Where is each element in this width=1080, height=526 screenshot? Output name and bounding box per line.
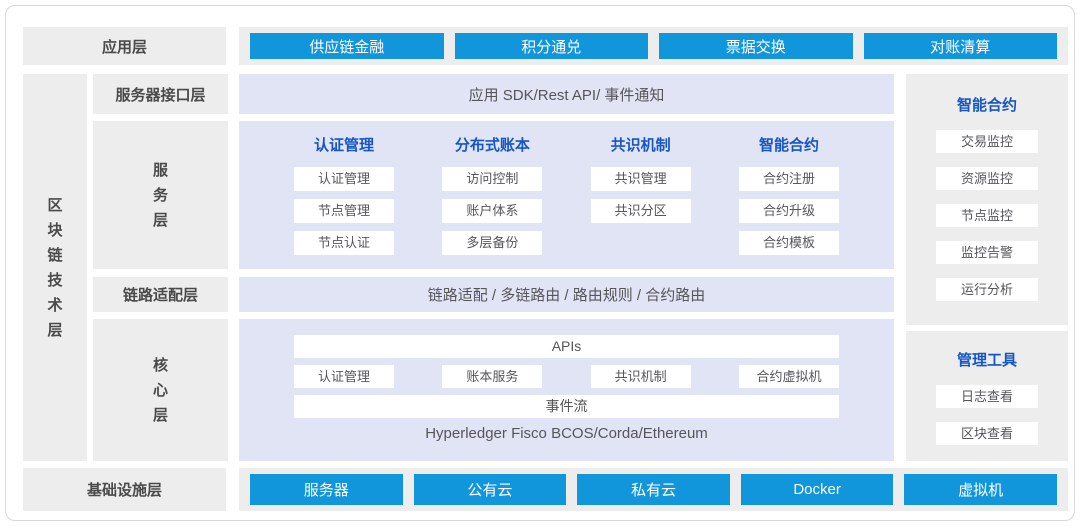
service-item: 合约注册 bbox=[738, 167, 839, 191]
monitor-item: 交易监控 bbox=[936, 130, 1038, 153]
monitor-item: 资源监控 bbox=[936, 167, 1038, 190]
core-layer-panel: APIs 认证管理 账本服务 共识机制 合约虚拟机 事件流 Hyperledge… bbox=[239, 319, 894, 461]
service-item: 共识管理 bbox=[590, 167, 691, 191]
monitor-panel-header: 智能合约 bbox=[956, 97, 1017, 114]
infra-block-public-cloud: 公有云 bbox=[413, 474, 567, 505]
service-item: 账户体系 bbox=[442, 199, 543, 223]
sub-layer-label-column: 服务器接口层 服务层 链路适配层 核心层 bbox=[93, 74, 228, 461]
core-module: 共识机制 bbox=[590, 365, 691, 388]
service-item: 合约模板 bbox=[738, 231, 839, 255]
monitor-panel: 智能合约 交易监控 资源监控 节点监控 监控告警 运行分析 bbox=[906, 74, 1068, 325]
core-layer-label-text: 核心层 bbox=[152, 356, 168, 424]
adapter-layer-content: 链路适配 / 多链路由 / 路由规则 / 合约路由 bbox=[239, 277, 894, 312]
infra-block-vm: 虚拟机 bbox=[904, 474, 1057, 505]
service-item: 共识分区 bbox=[590, 199, 691, 223]
app-block-points-exchange: 积分通兑 bbox=[454, 33, 648, 59]
service-column-consensus: 共识机制 共识管理 共识分区 bbox=[590, 134, 691, 269]
sub-layer-content-column: 应用 SDK/Rest API/ 事件通知 认证管理 认证管理 节点管理 节点认… bbox=[239, 74, 894, 461]
core-module: 账本服务 bbox=[442, 365, 543, 388]
service-column-header: 分布式账本 bbox=[454, 137, 530, 154]
interface-layer-label: 服务器接口层 bbox=[93, 74, 228, 114]
application-button-strip: 供应链金融 积分通兑 票据交换 对账清算 bbox=[239, 27, 1068, 65]
service-item: 认证管理 bbox=[294, 167, 394, 191]
infrastructure-button-strip: 服务器 公有云 私有云 Docker 虚拟机 bbox=[239, 468, 1068, 511]
service-column-header: 认证管理 bbox=[313, 137, 374, 154]
application-layer-row: 应用层 供应链金融 积分通兑 票据交换 对账清算 bbox=[23, 27, 1068, 65]
interface-layer-content: 应用 SDK/Rest API/ 事件通知 bbox=[239, 74, 894, 114]
service-item: 节点管理 bbox=[294, 199, 394, 223]
service-item: 多层备份 bbox=[442, 231, 543, 255]
service-layer-panel: 认证管理 认证管理 节点管理 节点认证 分布式账本 访问控制 账户体系 多层备份… bbox=[239, 121, 894, 269]
apis-bar: APIs bbox=[294, 335, 839, 358]
service-column-header: 共识机制 bbox=[610, 137, 671, 154]
diagram-card: 应用层 供应链金融 积分通兑 票据交换 对账清算 区块链技术层 服务器接口层 服… bbox=[5, 5, 1075, 521]
tools-panel-header: 管理工具 bbox=[956, 352, 1017, 369]
service-item: 访问控制 bbox=[442, 167, 543, 191]
application-layer-label: 应用层 bbox=[23, 27, 226, 65]
core-module: 认证管理 bbox=[294, 365, 394, 388]
event-stream-bar: 事件流 bbox=[294, 395, 839, 418]
service-column-auth: 认证管理 认证管理 节点管理 节点认证 bbox=[294, 134, 394, 269]
adapter-layer-label: 链路适配层 bbox=[93, 277, 228, 312]
technology-layer-label-text: 区块链技术层 bbox=[47, 196, 63, 339]
service-column-header: 智能合约 bbox=[758, 137, 819, 154]
tools-item: 日志查看 bbox=[936, 385, 1038, 408]
service-item: 节点认证 bbox=[294, 231, 394, 255]
infrastructure-layer-label: 基础设施层 bbox=[23, 468, 226, 511]
tools-item: 区块查看 bbox=[936, 422, 1038, 445]
infrastructure-layer-row: 基础设施层 服务器 公有云 私有云 Docker 虚拟机 bbox=[23, 468, 1068, 511]
core-module-row: 认证管理 账本服务 共识机制 合约虚拟机 bbox=[294, 365, 839, 388]
monitor-item: 运行分析 bbox=[936, 278, 1038, 301]
app-block-bill-exchange: 票据交换 bbox=[659, 33, 853, 59]
technology-layer-label: 区块链技术层 bbox=[23, 74, 87, 461]
technology-layer-row: 区块链技术层 服务器接口层 服务层 链路适配层 核心层 应用 SDK/Rest … bbox=[23, 74, 1068, 461]
platforms-text: Hyperledger Fisco BCOS/Corda/Ethereum bbox=[425, 425, 708, 442]
core-module: 合约虚拟机 bbox=[738, 365, 839, 388]
service-item: 合约升级 bbox=[738, 199, 839, 223]
monitor-item: 节点监控 bbox=[936, 204, 1038, 227]
infra-block-server: 服务器 bbox=[250, 474, 403, 505]
service-layer-label: 服务层 bbox=[93, 121, 228, 269]
core-layer-label: 核心层 bbox=[93, 319, 228, 461]
service-column-ledger: 分布式账本 访问控制 账户体系 多层备份 bbox=[442, 134, 543, 269]
app-block-supply-chain-finance: 供应链金融 bbox=[250, 33, 444, 59]
app-block-reconciliation: 对账清算 bbox=[863, 33, 1057, 59]
service-layer-label-text: 服务层 bbox=[152, 161, 168, 229]
infra-block-docker: Docker bbox=[740, 474, 894, 505]
tools-panel: 管理工具 日志查看 区块查看 bbox=[906, 331, 1068, 461]
service-column-contract: 智能合约 合约注册 合约升级 合约模板 bbox=[738, 134, 839, 269]
infra-block-private-cloud: 私有云 bbox=[577, 474, 730, 505]
side-panel-column: 智能合约 交易监控 资源监控 节点监控 监控告警 运行分析 管理工具 日志查看 … bbox=[906, 74, 1068, 461]
monitor-item: 监控告警 bbox=[936, 241, 1038, 264]
